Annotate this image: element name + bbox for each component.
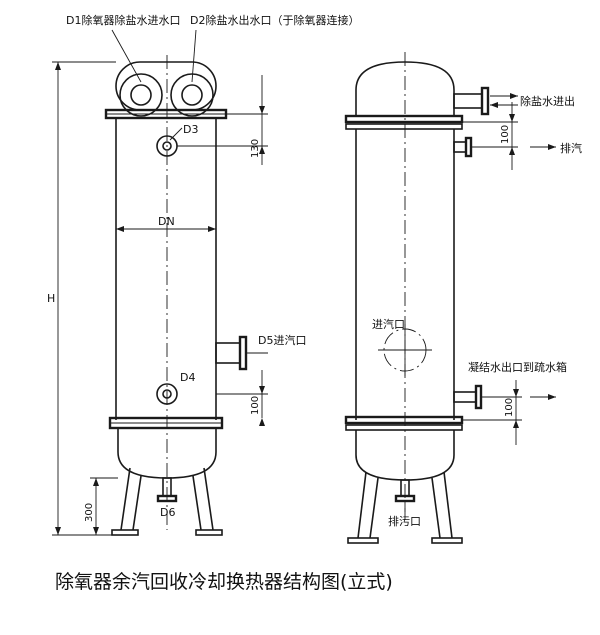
d2-nozzle-inner [181, 84, 203, 106]
right-leg-inner [192, 475, 202, 531]
label-dim300: 300 [84, 503, 95, 522]
condensate-nozzle-pipe [453, 391, 477, 403]
d2-leader [191, 29, 197, 83]
right-foot [195, 529, 223, 536]
arrow-graphic [259, 106, 265, 114]
front-view [52, 29, 268, 536]
side-bottom-flange-2 [345, 424, 463, 431]
figure-caption: 除氧器余汽回收冷却换热器结构图(立式) [55, 571, 393, 593]
d5-nozzle-pipe [215, 342, 241, 364]
arrow-graphic [548, 144, 556, 150]
arrow-graphic [510, 93, 518, 99]
d6-drain-flange [156, 494, 178, 503]
inlet-nozzle-flange [480, 86, 490, 116]
label-h: H [47, 292, 55, 305]
inlet-nozzle-pipe [453, 93, 483, 109]
arrow-graphic [509, 114, 515, 122]
top-nozzle-housing [115, 61, 217, 111]
d4-nozzle [156, 383, 178, 405]
side-left-leg [357, 471, 367, 539]
label-r-steam: 进汽口 [372, 317, 405, 331]
arrow-graphic [55, 62, 61, 70]
side-top-flange [344, 114, 464, 124]
label-r-dim100b: 100 [504, 398, 515, 417]
arrow-graphic [513, 420, 519, 428]
label-r-condensate: 凝结水出口到疏水箱 [468, 360, 567, 374]
side-right-leg-inner [431, 477, 441, 539]
arrow-graphic [513, 389, 519, 397]
arrow-graphic [509, 147, 515, 155]
left-leg-inner [132, 475, 142, 531]
label-dn: DN [158, 215, 175, 228]
d1-nozzle [119, 73, 163, 117]
label-r-drain: 排汽 [560, 141, 582, 155]
arrow-graphic [548, 394, 556, 400]
d5-nozzle-flange [238, 335, 248, 371]
right-leg [203, 467, 214, 531]
label-r-blowdown: 排污口 [388, 514, 421, 528]
side-left-foot [347, 537, 379, 544]
arrow-graphic [259, 418, 265, 426]
label-d2: D2除盐水出水口（于除氧器连接） [190, 13, 359, 27]
label-d1: D1除氧器除盐水进水口 [66, 13, 180, 27]
d3-leader [169, 127, 183, 141]
arrow-graphic [93, 478, 99, 486]
d1-leader [111, 29, 142, 83]
arrow-graphic [259, 386, 265, 394]
arrow-graphic [55, 527, 61, 535]
left-leg [120, 467, 131, 531]
d1-nozzle-inner [130, 84, 152, 106]
label-d6: D6 [160, 506, 175, 519]
blowdown-flange [394, 494, 416, 503]
side-right-foot [431, 537, 463, 544]
label-r-inlet: 除盐水进出 [520, 94, 575, 108]
side-top-flange-2 [345, 123, 463, 130]
side-bottom-flange [344, 415, 464, 425]
d2-nozzle [170, 73, 214, 117]
label-r-dim100a: 100 [500, 125, 511, 144]
side-left-leg-inner [369, 477, 379, 539]
label-dim100a: 100 [250, 396, 261, 415]
side-view [344, 52, 556, 544]
left-foot [111, 529, 139, 536]
exhaust-nozzle-flange [464, 136, 473, 158]
arrow-graphic [116, 226, 124, 232]
arrow-graphic [208, 226, 216, 232]
arrow-graphic [490, 102, 498, 108]
side-right-leg [443, 471, 453, 539]
label-d3: D3 [183, 123, 198, 136]
arrow-graphic [259, 146, 265, 154]
label-d5: D5进汽口 [258, 333, 306, 347]
exhaust-nozzle-pipe [453, 141, 467, 153]
d4-nozzle-inner [162, 389, 172, 399]
d3-nozzle-inner [162, 141, 172, 151]
arrow-graphic [93, 527, 99, 535]
condensate-nozzle-flange [474, 384, 483, 410]
label-dim130: 130 [250, 139, 261, 158]
label-d4: D4 [180, 371, 195, 384]
